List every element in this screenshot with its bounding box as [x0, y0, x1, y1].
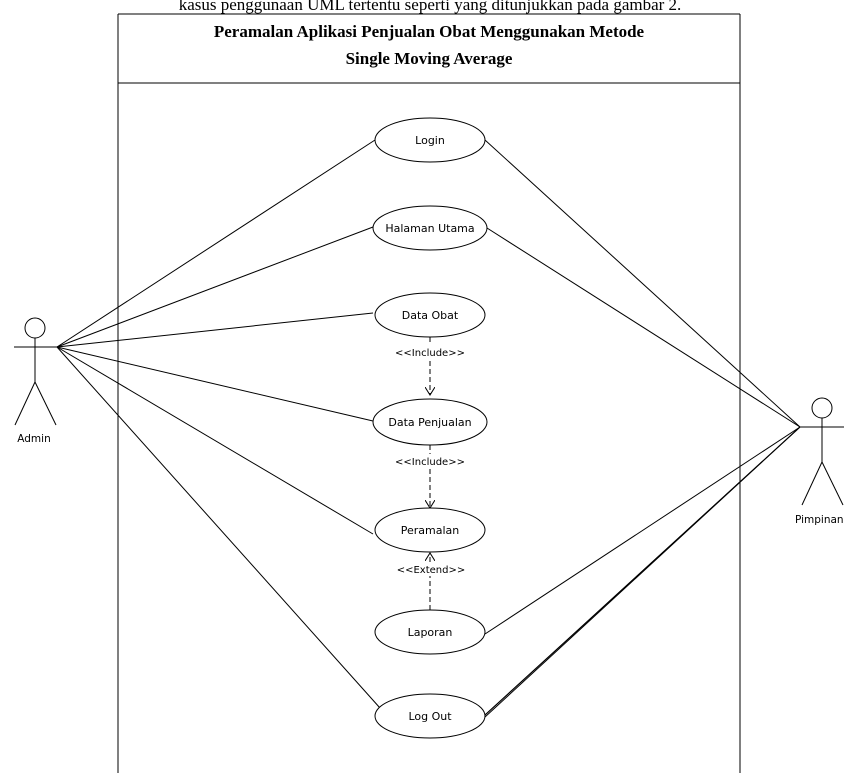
include-label-2: <<Include>> [395, 457, 465, 468]
pimpinan-associations [484, 139, 801, 718]
logout-pimpinan-association [484, 426, 801, 716]
admin-label: Admin [17, 433, 50, 445]
use-case-log-out-label: Log Out [408, 710, 452, 723]
laporan-pimpinan-association [484, 426, 801, 635]
system-title-line2: Single Moving Average [346, 49, 513, 68]
extend-label-1: <<Extend>> [397, 565, 466, 576]
use-case-halaman-utama-label: Halaman Utama [385, 222, 474, 235]
use-case-data-penjualan[interactable]: Data Penjualan [372, 398, 488, 446]
use-case-halaman-utama[interactable]: Halaman Utama [372, 205, 488, 251]
caption-fragment: kasus penggunaan UML tertentu seperti ya… [179, 0, 682, 14]
system-title-line1: Peramalan Aplikasi Penjualan Obat Menggu… [214, 22, 645, 41]
use-case-data-obat-label: Data Obat [402, 309, 459, 322]
system-boundary [117, 13, 741, 773]
admin-associations [56, 139, 381, 709]
use-case-peramalan[interactable]: Peramalan [374, 507, 486, 553]
use-case-log-out[interactable]: Log Out [374, 693, 486, 739]
use-case-login[interactable]: Login [374, 117, 486, 163]
use-case-peramalan-label: Peramalan [401, 524, 460, 537]
admin-actor-icon [14, 317, 57, 426]
pimpinan-actor-icon [800, 397, 844, 506]
use-case-laporan-label: Laporan [408, 626, 453, 639]
use-case-laporan[interactable]: Laporan [374, 609, 486, 655]
use-case-login-label: Login [415, 134, 445, 147]
include-label-1: <<Include>> [395, 348, 465, 359]
use-case-data-penjualan-label: Data Penjualan [388, 416, 471, 429]
pimpinan-label: Pimpinan [795, 514, 844, 526]
use-case-data-obat[interactable]: Data Obat [374, 292, 486, 338]
